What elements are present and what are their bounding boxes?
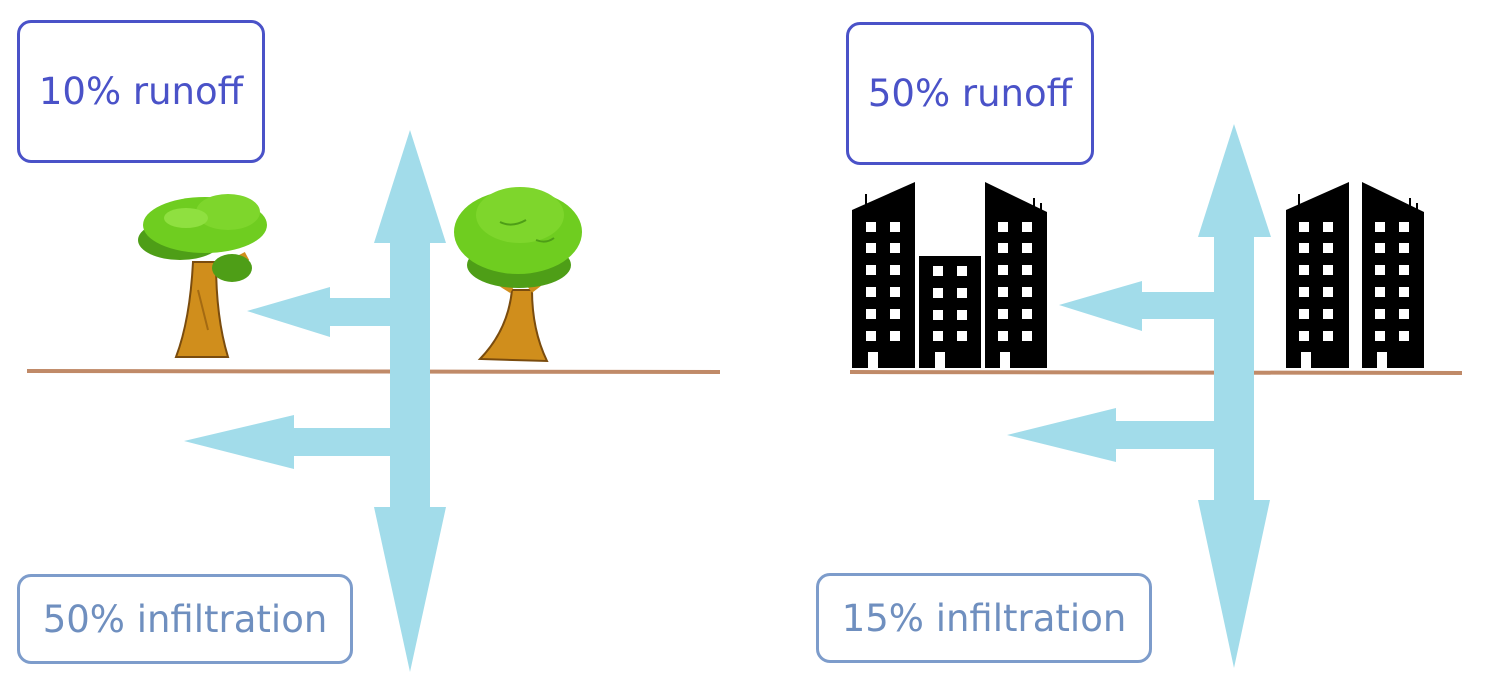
runoff-arrow-right xyxy=(1059,281,1216,331)
infiltration-label-left: 50% infiltration xyxy=(17,574,353,664)
shallow-infiltration-arrow-right xyxy=(1007,408,1216,462)
tree-icon xyxy=(138,194,267,358)
evapotranspiration-arrow-left xyxy=(374,130,446,372)
runoff-label-right: 50% runoff xyxy=(846,22,1094,165)
shallow-infiltration-arrow-left xyxy=(184,415,392,469)
runoff-text-right: 50% runoff xyxy=(867,72,1073,115)
water-flow-arrows-left xyxy=(184,130,446,672)
building-icon xyxy=(852,182,1047,368)
deep-infiltration-arrow-left xyxy=(374,372,446,672)
infiltration-text-right: 15% infiltration xyxy=(841,596,1127,640)
infiltration-text-left: 50% infiltration xyxy=(42,597,328,641)
infiltration-label-right: 15% infiltration xyxy=(816,573,1152,663)
tree-icon xyxy=(454,187,582,363)
building-icon xyxy=(1286,182,1424,368)
water-flow-arrows-right xyxy=(1007,124,1271,668)
evapotranspiration-arrow-right xyxy=(1198,124,1271,373)
ground-line-left xyxy=(26,369,721,374)
runoff-arrow-left xyxy=(247,287,392,337)
runoff-text-left: 10% runoff xyxy=(38,70,244,113)
deep-infiltration-arrow-right xyxy=(1198,373,1270,668)
runoff-label-left: 10% runoff xyxy=(17,20,265,163)
ground-line-right xyxy=(849,370,1463,375)
